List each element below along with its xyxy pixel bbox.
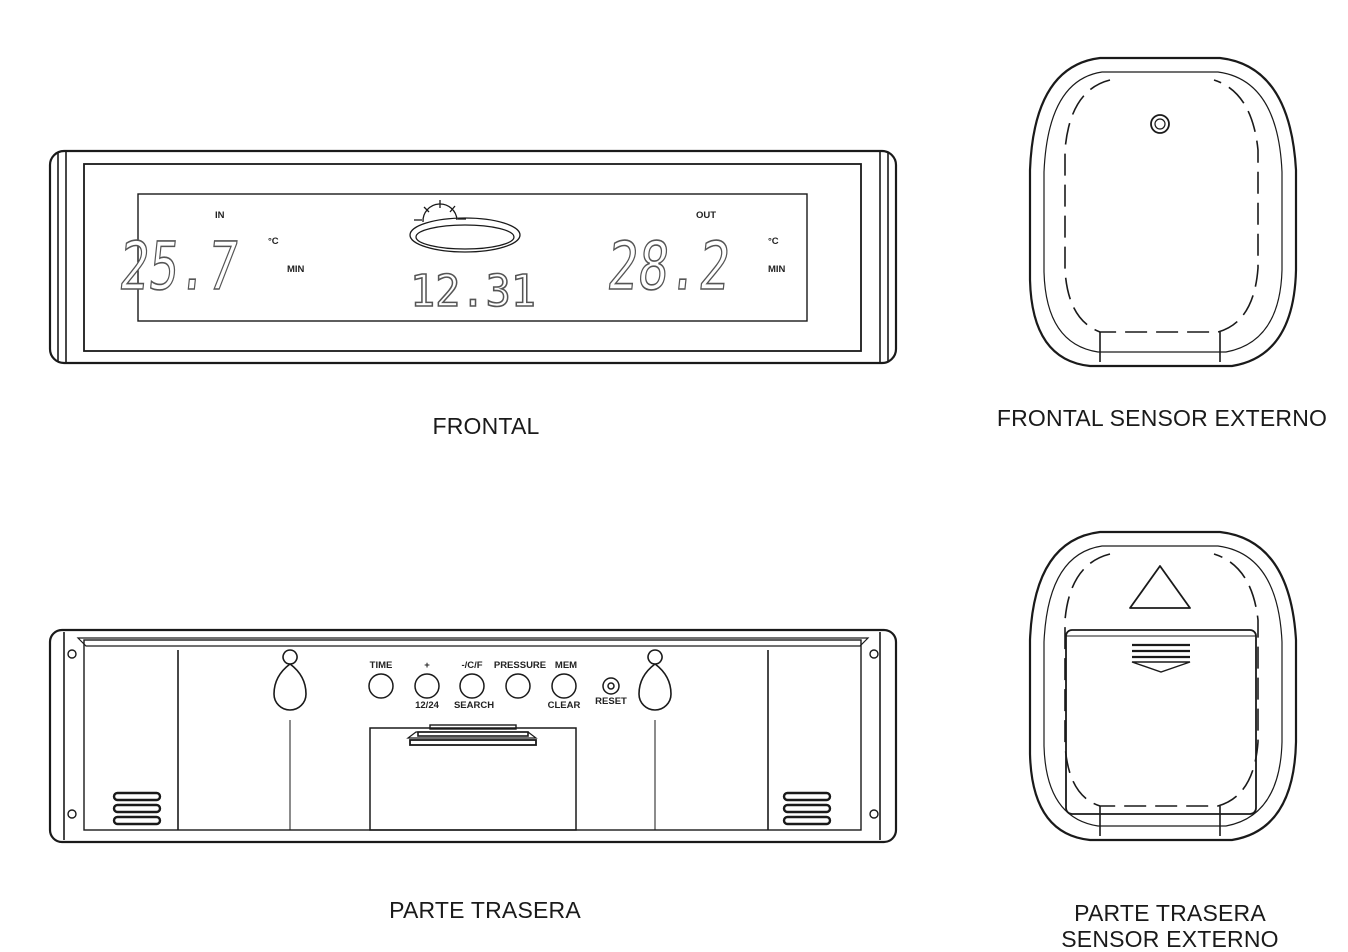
caption-parte-trasera: PARTE TRASERA	[389, 897, 581, 923]
lcd-in-min-label: MIN	[287, 264, 305, 275]
caption-frontal-sensor: FRONTAL SENSOR EXTERNO	[996, 405, 1328, 431]
vent-right	[782, 791, 832, 826]
back-unit	[48, 628, 898, 844]
time-button	[368, 673, 394, 699]
vent-left	[112, 791, 162, 826]
sensor-battery-door	[1065, 629, 1257, 815]
button-label-mem: MEM	[555, 660, 577, 671]
button-label-reset: RESET	[595, 696, 627, 707]
back-button-labels: TIME + 12/24 -/C/F SEARCH PRESSURE MEM C…	[370, 660, 627, 711]
sensor-front	[1028, 56, 1298, 368]
caption-sensor-back-line2: SENSOR EXTERNO	[1061, 926, 1279, 952]
button-label-time: TIME	[370, 660, 393, 671]
triangle-marker-icon	[1129, 565, 1191, 609]
sensor-led	[1150, 114, 1170, 134]
plus-button	[414, 673, 440, 699]
front-lcd-text: IN 25.7 °C MIN 12.31 OUT 28.2 °C MIN	[115, 210, 786, 318]
mem-button	[551, 673, 577, 699]
lcd-out-temperature: 28.2	[604, 228, 734, 305]
lcd-out-min-label: MIN	[768, 264, 786, 275]
lcd-in-unit: °C	[268, 236, 279, 247]
button-label-pressure: PRESSURE	[494, 660, 546, 671]
screw-icon	[67, 649, 879, 819]
caption-frontal: FRONTAL	[432, 413, 540, 439]
caption-sensor-back: PARTE TRASERA SENSOR EXTERNO	[1040, 900, 1300, 952]
lcd-time: 12.31	[410, 266, 536, 317]
lcd-out-label: OUT	[696, 210, 716, 221]
button-label-cf: -/C/F	[461, 660, 482, 671]
button-label-clear: CLEAR	[548, 700, 581, 711]
pressure-button	[505, 673, 531, 699]
front-unit	[48, 149, 898, 365]
battery-door	[369, 724, 577, 831]
lcd-out-unit: °C	[768, 236, 779, 247]
slide-arrow-icon	[1131, 643, 1191, 673]
reset-button	[602, 677, 620, 695]
button-row	[368, 673, 620, 699]
keyhole-right-icon	[638, 649, 672, 711]
cf-button	[459, 673, 485, 699]
button-label-search: SEARCH	[454, 700, 494, 711]
sensor-back	[1028, 530, 1298, 842]
lcd-screen	[137, 193, 808, 322]
lcd-in-temperature: 25.7	[116, 228, 242, 305]
keyhole-left-icon	[273, 649, 307, 711]
button-label-plus: +	[424, 660, 430, 671]
weather-icon	[409, 200, 521, 253]
caption-sensor-back-line1: PARTE TRASERA	[1074, 900, 1266, 926]
lcd-in-label: IN	[215, 210, 225, 221]
button-label-1224: 12/24	[415, 700, 439, 711]
